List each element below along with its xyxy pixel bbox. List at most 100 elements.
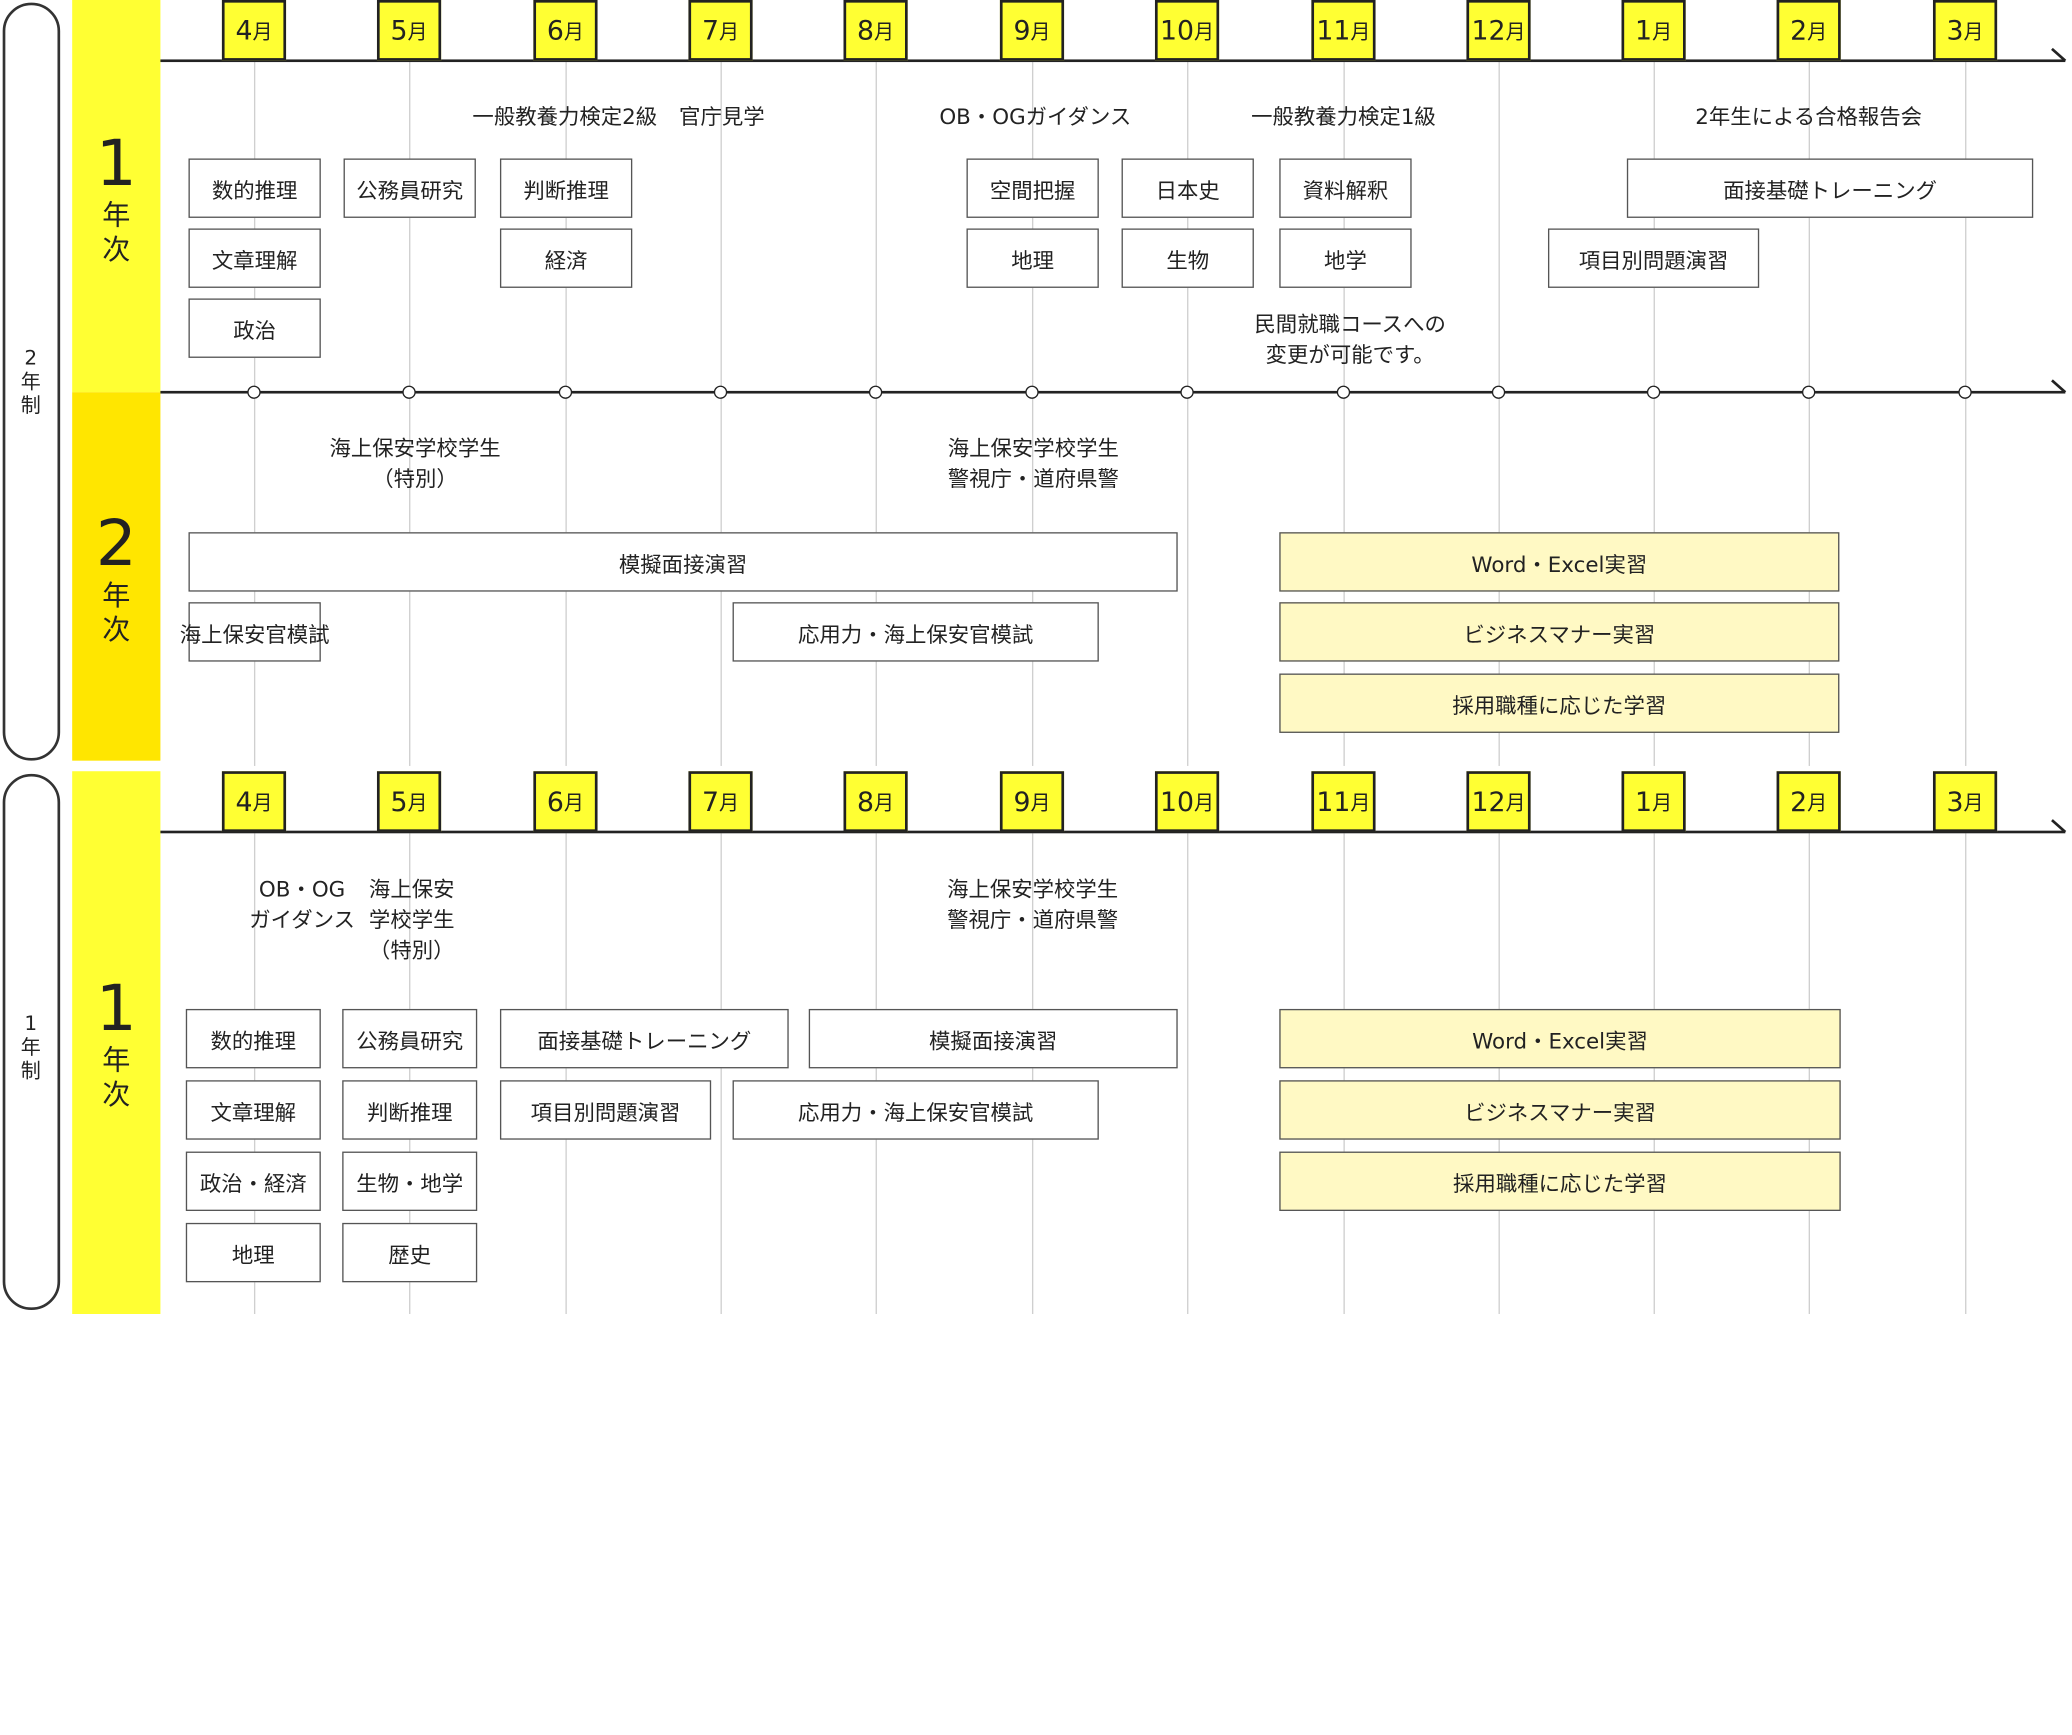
month-marker-dot [1801,385,1816,399]
month-unit: 月 [1030,790,1051,815]
month-number: 12 [1471,14,1506,47]
course-box: 面接基礎トレーニング [1626,158,2034,218]
month-guide-line [1187,833,1189,1314]
month-unit: 月 [1194,19,1215,43]
month-marker-dot [1025,385,1039,399]
event-note: 2年生による合格報告会 [1675,102,1942,132]
month-guide-line [1498,833,1500,1314]
course-box: 数的推理 [188,158,321,218]
year-number: 1 [95,126,137,201]
month-unit: 月 [1505,19,1526,43]
month-unit: 月 [1505,790,1526,815]
month-guide-line [1343,833,1345,1314]
month-guide-line [1653,62,1655,766]
course-box: 判断推理 [499,158,633,218]
month-unit: 月 [1652,790,1673,815]
month-guide-line [409,62,411,766]
month-guide-line [720,62,722,766]
month-number: 10 [1160,14,1195,47]
timeline-axis [160,59,2066,63]
month-number: 4 [235,785,253,818]
month-unit: 月 [563,19,585,43]
month-unit: 月 [1350,790,1371,815]
year-char: 年 [102,1044,131,1077]
month-marker-dot [1180,385,1194,399]
section-label-char: 制 [20,1059,41,1083]
course-box: 政治・経済 [185,1151,321,1211]
month-guide-line [1187,62,1189,766]
year-number: 1 [95,971,137,1046]
section-frame-two-year [2,2,61,761]
month-guide-line [565,833,567,1314]
course-box: 政治 [188,298,321,358]
event-note-line: 警視庁・道府県警 [947,466,1119,492]
section-label-char: 年 [20,369,41,394]
course-box: 文章理解 [185,1080,321,1140]
event-note-line: （特別） [372,466,458,492]
month-unit: 月 [1030,19,1051,43]
month-number: 7 [701,785,719,818]
event-note-line: 民間就職コースへの [1254,311,1446,337]
year-char: 次 [102,1078,131,1111]
month-marker-dot [247,385,261,399]
highlight-course-box: 採用職種に応じた学習 [1279,673,1840,733]
course-box: 項目別問題演習 [1547,228,1760,288]
month-guide-line [1031,62,1034,766]
event-note: 民間就職コースへの変更が可能です。 [1243,309,1457,370]
month-unit: 月 [874,19,895,43]
month-unit: 月 [874,790,895,815]
month-marker-dot [402,385,416,399]
event-note-line: OB・OGガイダンス [939,104,1132,130]
axis-arrow-tip [2051,379,2067,394]
month-number: 8 [857,14,875,47]
course-box: 公務員研究 [343,158,476,218]
year-band-3 [72,771,161,1314]
timeline-axis [160,830,2066,834]
month-unit: 月 [1350,19,1371,43]
highlight-course-box: Word・Excel実習 [1279,1008,1841,1069]
course-box: 生物・地学 [342,1151,478,1211]
month-guide-line [409,833,411,1314]
month-marker-dot [1958,385,1972,399]
event-note-line: （特別） [368,937,455,963]
highlight-course-box: ビジネスマナー実習 [1279,1080,1841,1140]
month-number: 11 [1316,14,1351,47]
month-number: 2 [1790,785,1808,818]
month-guide-line [1653,833,1655,1314]
course-box: 地学 [1279,228,1412,288]
month-guide-line [875,62,877,766]
course-box: 歴史 [342,1222,478,1283]
event-note: 一般教養力検定1級 [1243,102,1444,132]
month-guide-line [1498,62,1500,766]
month-unit: 月 [1807,790,1828,815]
event-note-line: 一般教養力検定2級 [472,104,658,130]
month-guide-line [720,833,722,1314]
event-note-line: 官庁見学 [679,104,765,130]
month-unit: 月 [718,19,740,43]
month-number: 6 [546,785,564,818]
axis-arrow-tip [2051,47,2067,62]
course-box: 数的推理 [185,1008,321,1069]
event-note-line: ガイダンス [249,907,355,933]
month-unit: 月 [1963,790,1984,815]
event-note: OB・OGガイダンス [932,102,1139,132]
course-box: 経済 [499,228,633,288]
month-guide-line [875,833,877,1314]
month-number: 12 [1471,785,1506,818]
month-marker-dot [1336,385,1351,399]
course-box: 応用力・海上保安官模試 [732,602,1099,662]
course-box: 模擬面接演習 [808,1008,1178,1069]
